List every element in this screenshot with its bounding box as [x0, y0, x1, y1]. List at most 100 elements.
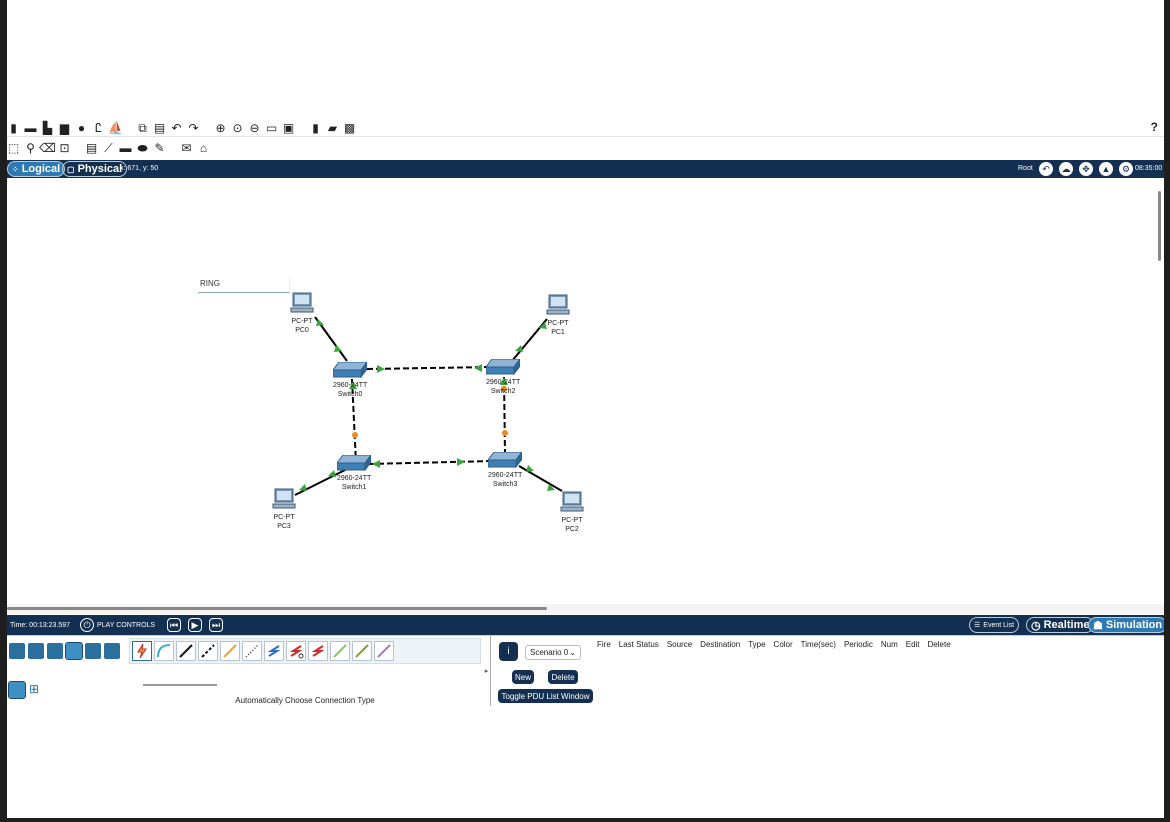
realtime-label: Realtime — [1043, 619, 1090, 631]
straight-through-icon[interactable] — [176, 641, 196, 661]
coaxial-icon[interactable] — [264, 641, 284, 661]
octal-icon[interactable] — [330, 641, 350, 661]
viewport-nav-icon[interactable]: ⚙ — [1119, 162, 1133, 176]
grid-icon[interactable]: ⊞ — [29, 682, 40, 696]
device-pc2[interactable]: PC-PT PC2 — [559, 491, 585, 534]
note-label[interactable]: RING — [198, 277, 290, 293]
col-delete: Delete — [927, 640, 951, 649]
step-forward-icon[interactable]: ⏭ — [209, 618, 223, 632]
device-switch2[interactable]: 2960-24TT Switch2 — [485, 357, 522, 396]
crossover-icon[interactable] — [198, 641, 218, 661]
auto-connection-icon[interactable] — [132, 641, 152, 661]
link-light — [349, 381, 357, 389]
add-complex-pdu-icon[interactable]: ⌂ — [199, 141, 208, 155]
tab-logical[interactable]: ⁘ Logical — [7, 161, 66, 177]
redo-icon[interactable]: ↷ — [188, 120, 199, 135]
device-switch3[interactable]: 2960-24TT Switch3 — [487, 450, 524, 489]
simulation-label: Simulation — [1105, 619, 1163, 631]
multiuser-icon[interactable] — [104, 643, 120, 659]
realtime-tab[interactable]: ◷ Realtime — [1026, 617, 1095, 633]
rectangle-icon[interactable]: ▬ — [119, 141, 132, 155]
custom-device-icon[interactable]: ▣ — [282, 120, 295, 135]
horizontal-scrollbar-thumb[interactable] — [7, 607, 547, 610]
end-devices-icon[interactable] — [28, 643, 44, 659]
serial-dce-icon[interactable] — [286, 641, 306, 661]
connections-sub-icon[interactable] — [8, 681, 26, 699]
viewport-icon[interactable]: ▰ — [327, 120, 338, 135]
inspect-icon[interactable]: ⚲ — [26, 141, 35, 155]
zoom-reset-icon[interactable]: ⊙ — [232, 120, 243, 135]
components-icon[interactable] — [47, 643, 63, 659]
delete-scenario-button[interactable]: Delete — [548, 670, 578, 684]
iot-cable-icon[interactable] — [352, 641, 372, 661]
new-scenario-button[interactable]: New — [512, 670, 534, 684]
save-icon[interactable]: ▙ — [42, 120, 53, 135]
event-list-button[interactable]: ☰ Event List — [969, 617, 1020, 633]
link-light — [547, 484, 555, 491]
horizontal-scrollbar-track[interactable] — [7, 604, 1164, 614]
info-icon[interactable]: i — [499, 642, 518, 661]
usb-cable-icon[interactable] — [374, 641, 394, 661]
resize-icon[interactable]: ⊡ — [59, 141, 70, 155]
step-back-icon[interactable]: ⏮ — [167, 618, 181, 632]
device-pc1[interactable]: PC-PT PC1 — [545, 294, 571, 337]
zoom-out-icon[interactable]: ⊖ — [249, 120, 260, 135]
pc-icon — [290, 292, 314, 313]
paste-icon[interactable]: ▤ — [153, 120, 166, 135]
panel-expander[interactable]: ▸ — [483, 636, 491, 706]
help-icon[interactable]: ? — [1150, 120, 1158, 134]
note-icon[interactable]: ▤ — [85, 141, 98, 155]
select-icon[interactable]: ⬚ — [7, 141, 20, 155]
power-cycle-icon[interactable]: ⏻ — [80, 618, 94, 632]
switch-icon — [332, 360, 369, 379]
activity-wizard-icon[interactable]: ● — [77, 120, 86, 135]
phone-cable-icon[interactable] — [242, 641, 262, 661]
clock-icon: ◷ — [1031, 619, 1041, 632]
device-model: PC-PT — [561, 517, 583, 524]
device-switch0[interactable]: 2960-24TT Switch0 — [332, 360, 369, 399]
line-icon[interactable]: ⟋ — [104, 141, 113, 155]
col-fire: Fire — [597, 640, 611, 649]
col-num: Num — [880, 640, 898, 649]
network-devices-icon[interactable] — [9, 643, 25, 659]
network-info-icon[interactable]: Ꮭ — [95, 120, 102, 135]
user-profile-icon[interactable]: ⛵ — [108, 120, 123, 135]
move-object-icon[interactable]: ✥ — [1079, 162, 1093, 176]
back-icon[interactable]: ↶ — [1039, 162, 1053, 176]
device-pc3[interactable]: PC-PT PC3 — [271, 488, 297, 531]
image-icon[interactable]: ▩ — [343, 120, 356, 135]
logical-workspace[interactable]: RING PC-PT PC0 PC-PT PC1 2960-24TT Switc… — [7, 179, 1164, 604]
copy-icon[interactable]: ⧉ — [138, 120, 147, 135]
undo-icon[interactable]: ↶ — [171, 120, 182, 135]
scenario-select[interactable]: Scenario 0 ⌄ — [525, 645, 581, 660]
device-pc0[interactable]: PC-PT PC0 — [289, 292, 315, 335]
serial-dte-icon[interactable] — [308, 641, 328, 661]
add-simple-pdu-icon[interactable]: ✉ — [181, 141, 192, 155]
device-categories — [7, 640, 129, 662]
fiber-icon[interactable] — [220, 641, 240, 661]
drawing-palette-icon[interactable]: ▭ — [265, 120, 278, 135]
freeform-icon[interactable]: ✎ — [154, 141, 165, 155]
play-icon[interactable]: ▶ — [188, 618, 202, 632]
device-switch1[interactable]: 2960-24TT Switch1 — [336, 453, 373, 492]
toggle-pdu-list-button[interactable]: Toggle PDU List Window — [498, 689, 593, 703]
tab-physical[interactable]: ▢ Physical — [62, 161, 128, 177]
device-model: 2960-24TT — [333, 382, 368, 389]
cluster-icon[interactable]: ▮ — [312, 120, 319, 135]
simulation-tab[interactable]: ☗ Simulation — [1088, 617, 1164, 633]
misc-icon[interactable] — [85, 643, 101, 659]
print-icon[interactable]: ▆ — [59, 120, 70, 135]
link-switch0-switch2 — [366, 366, 493, 370]
connections-icon[interactable] — [65, 642, 83, 660]
ellipse-icon[interactable]: ⬬ — [137, 141, 148, 155]
set-background-icon[interactable]: ▲ — [1099, 162, 1113, 176]
zoom-in-icon[interactable]: ⊕ — [215, 120, 226, 135]
open-folder-icon[interactable]: ▬ — [24, 120, 37, 135]
vertical-scrollbar[interactable] — [1158, 191, 1161, 261]
connection-scrollbar[interactable] — [143, 684, 217, 686]
cluster-nav-icon[interactable]: ☁ — [1059, 162, 1073, 176]
console-cable-icon[interactable] — [154, 641, 174, 661]
delete-icon[interactable]: ⌫ — [39, 141, 56, 155]
link-switch0-switch1 — [351, 378, 357, 464]
new-file-icon[interactable]: ▮ — [10, 120, 17, 135]
